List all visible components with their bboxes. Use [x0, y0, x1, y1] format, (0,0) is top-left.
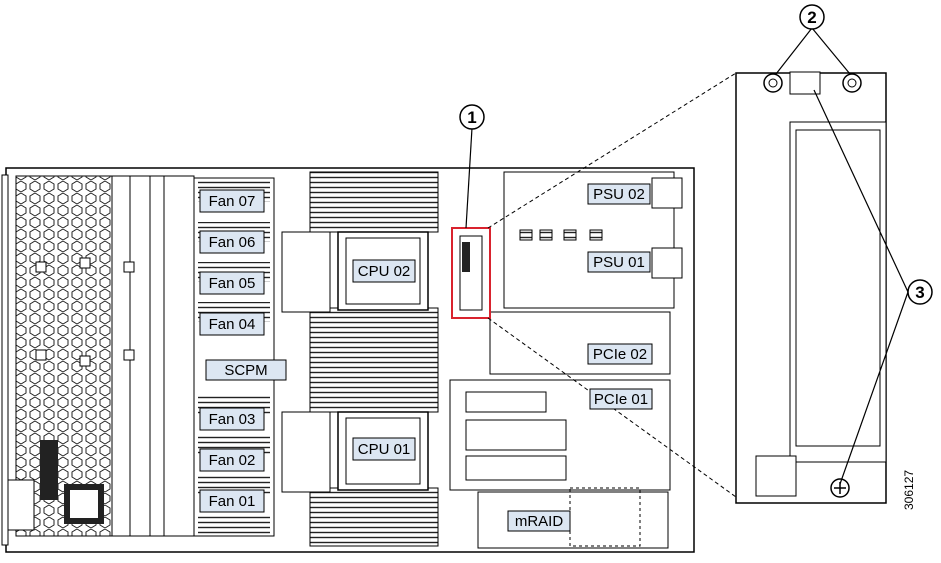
svg-text:SCPM: SCPM [224, 362, 267, 379]
zoom-lines [487, 72, 737, 498]
svg-text:Fan 03: Fan 03 [209, 411, 256, 428]
svg-text:PSU 02: PSU 02 [593, 186, 645, 203]
svg-text:Fan 05: Fan 05 [209, 275, 256, 292]
svg-text:CPU 01: CPU 01 [358, 441, 411, 458]
callout-3: 3 [907, 279, 933, 305]
callout-1: 1 [459, 104, 485, 130]
fan-03-label: Fan 03 [199, 407, 265, 431]
callout-leaders [465, 27, 909, 485]
svg-text:2: 2 [807, 8, 816, 27]
svg-text:Fan 01: Fan 01 [209, 493, 256, 510]
pcie-02-label: PCIe 02 [587, 343, 653, 365]
sd-slot-highlight [451, 227, 491, 319]
dimm-banks [281, 171, 439, 547]
svg-text:CPU 02: CPU 02 [358, 263, 411, 280]
pcie-01-label: PCIe 01 [589, 388, 653, 410]
svg-text:1: 1 [467, 108, 476, 127]
svg-text:PSU 01: PSU 01 [593, 254, 645, 271]
fan-06-label: Fan 06 [199, 230, 265, 254]
cpu-02-label: CPU 02 [352, 259, 416, 283]
sd-module-detail [735, 71, 887, 504]
callout-2: 2 [799, 4, 825, 30]
psu-01-label: PSU 01 [587, 251, 651, 273]
svg-text:Fan 07: Fan 07 [209, 193, 256, 210]
svg-text:Fan 04: Fan 04 [209, 316, 256, 333]
fan-07-label: Fan 07 [199, 189, 265, 213]
scpm-label: SCPM [205, 359, 287, 381]
svg-text:PCIe 01: PCIe 01 [594, 391, 648, 408]
svg-text:PCIe 02: PCIe 02 [593, 346, 647, 363]
svg-text:mRAID: mRAID [515, 513, 564, 530]
fan-05-label: Fan 05 [199, 271, 265, 295]
svg-text:Fan 02: Fan 02 [209, 452, 256, 469]
figure-id: 306127 [902, 470, 916, 510]
fan-01-label: Fan 01 [199, 489, 265, 513]
fan-04-label: Fan 04 [199, 312, 265, 336]
psu-02-label: PSU 02 [587, 183, 651, 205]
mraid-label: mRAID [507, 510, 571, 532]
cpu-01-label: CPU 01 [352, 437, 416, 461]
fan-02-label: Fan 02 [199, 448, 265, 472]
svg-text:Fan 06: Fan 06 [209, 234, 256, 251]
mraid-area [477, 487, 669, 549]
svg-text:3: 3 [915, 283, 924, 302]
